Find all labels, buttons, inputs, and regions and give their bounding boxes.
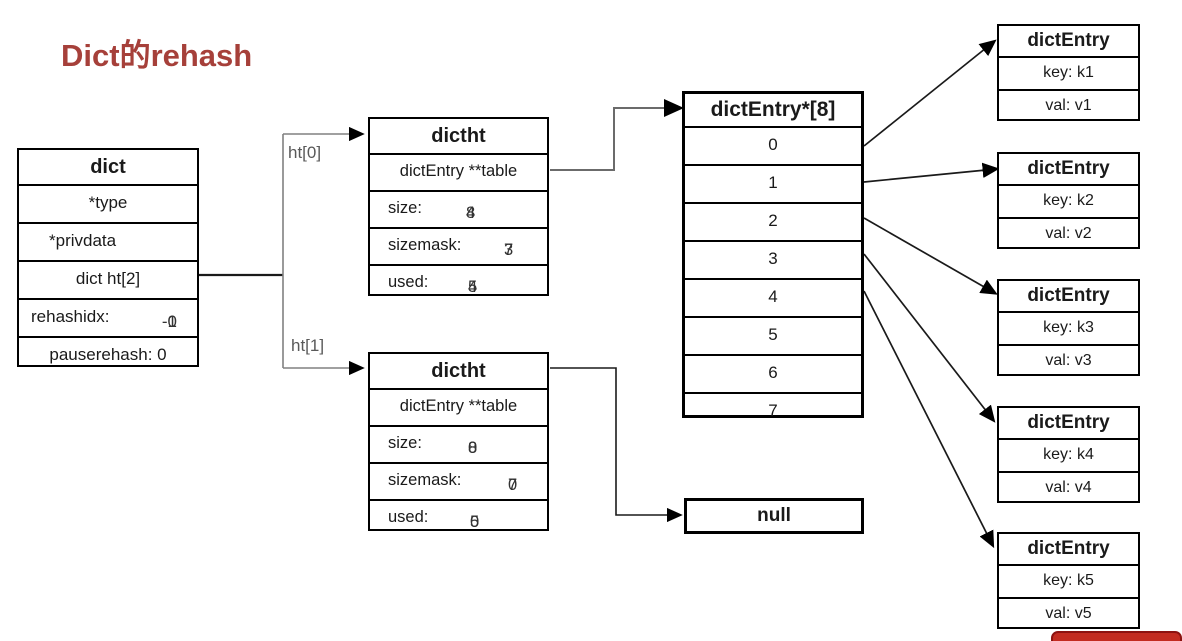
entry3-title: dictEntry bbox=[1027, 285, 1110, 306]
arrow-slot0-entry1 bbox=[863, 39, 997, 147]
entry5-val: val: v5 bbox=[999, 597, 1138, 630]
ht1-pointer-label: ht[1] bbox=[291, 336, 325, 355]
dictentry-box-4: dictEntry key: k4 val: v4 bbox=[997, 406, 1140, 503]
slide-progress-bar bbox=[1051, 631, 1182, 641]
dictentry-box-2: dictEntry key: k2 val: v2 bbox=[997, 152, 1140, 249]
entry4-val: val: v4 bbox=[999, 471, 1138, 504]
null-box: null bbox=[684, 498, 864, 534]
dict-row-privdata: *privdata bbox=[19, 222, 197, 260]
arrow-ht0-to-array bbox=[550, 99, 684, 171]
entry4-key: key: k4 bbox=[999, 438, 1138, 471]
entry3-key: key: k3 bbox=[999, 311, 1138, 344]
dict-row-rehashidx: rehashidx: 0 -1 bbox=[19, 298, 197, 336]
dictentry-box-3: dictEntry key: k3 val: v3 bbox=[997, 279, 1140, 376]
arrow-slot1-entry2 bbox=[863, 162, 1000, 183]
dictht1-table-row: dictEntry **table bbox=[370, 388, 547, 425]
dict-row-ht2: dict ht[2] bbox=[19, 260, 197, 298]
entry2-title: dictEntry bbox=[1027, 158, 1110, 179]
entry1-title: dictEntry bbox=[1027, 30, 1110, 51]
bucket-array-box: dictEntry*[8] 0 1 2 3 4 5 6 7 bbox=[682, 91, 864, 420]
entry2-key: key: k2 bbox=[999, 184, 1138, 217]
arrow-ht1-to-null bbox=[550, 367, 683, 523]
dictentry-box-1: dictEntry key: k1 val: v1 bbox=[997, 24, 1140, 121]
arrow-slot4-entry5 bbox=[863, 290, 995, 549]
dict-box-title: dict bbox=[90, 156, 126, 178]
ht0-pointer-label: ht[0] bbox=[288, 143, 322, 162]
bucket-array-title: dictEntry*[8] bbox=[710, 98, 836, 121]
page-title: Dict的rehash bbox=[61, 38, 253, 73]
bucket-slot-1: 1 bbox=[685, 164, 861, 202]
bucket-slot-3: 3 bbox=[685, 240, 861, 278]
dict-row-type: *type bbox=[19, 184, 197, 222]
dictht0-title: dictht bbox=[431, 125, 486, 147]
dictht0-table-row: dictEntry **table bbox=[370, 153, 547, 190]
arrow-slot3-entry4 bbox=[863, 253, 996, 423]
null-label: null bbox=[757, 505, 791, 526]
bucket-slot-5: 5 bbox=[685, 316, 861, 354]
bucket-slot-4: 4 bbox=[685, 278, 861, 316]
rehashidx-value-overlap: 0 -1 bbox=[161, 312, 177, 331]
dict-struct-box: dict *type *privdata dict ht[2] rehashid… bbox=[17, 148, 199, 367]
bucket-slot-7: 7 bbox=[685, 392, 861, 430]
entry2-val: val: v2 bbox=[999, 217, 1138, 250]
arrow-slot2-entry3 bbox=[863, 217, 998, 295]
entry5-title: dictEntry bbox=[1027, 538, 1110, 559]
dictentry-box-5: dictEntry key: k5 val: v5 bbox=[997, 532, 1140, 629]
entry1-key: key: k1 bbox=[999, 56, 1138, 89]
bucket-slot-2: 2 bbox=[685, 202, 861, 240]
bucket-slot-6: 6 bbox=[685, 354, 861, 392]
rehashidx-label: rehashidx: bbox=[31, 307, 110, 326]
bucket-slot-0: 0 bbox=[685, 126, 861, 164]
dict-row-pauserehash: pauserehash: 0 bbox=[19, 336, 197, 374]
dictht1-title: dictht bbox=[431, 360, 486, 382]
entry5-key: key: k5 bbox=[999, 564, 1138, 597]
entry1-val: val: v1 bbox=[999, 89, 1138, 122]
entry3-val: val: v3 bbox=[999, 344, 1138, 377]
entry4-title: dictEntry bbox=[1027, 412, 1110, 433]
